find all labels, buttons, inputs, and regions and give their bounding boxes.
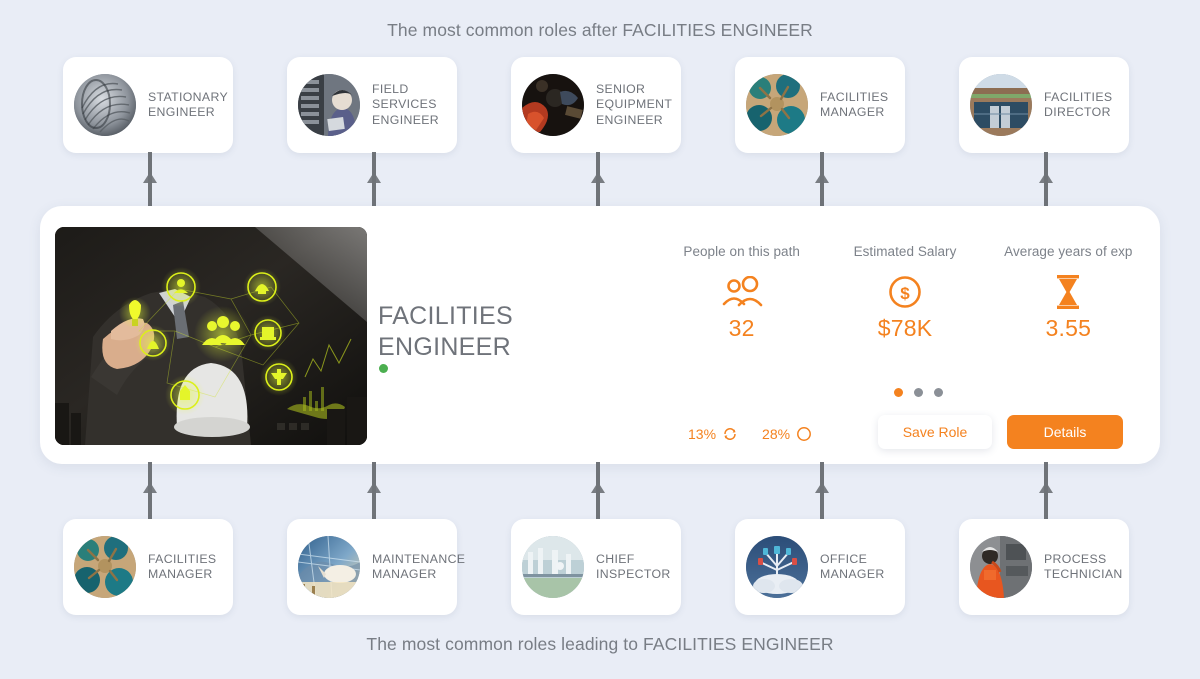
status-badge bbox=[379, 364, 388, 373]
arrow-up-connector bbox=[590, 152, 606, 210]
role-card-label: FIELD SERVICES ENGINEER bbox=[372, 81, 440, 127]
turbine-blades-photo-icon bbox=[74, 74, 136, 136]
role-card-label: FACILITIES MANAGER bbox=[820, 89, 889, 120]
stat-value: 3.55 bbox=[1045, 315, 1092, 341]
hero-title-line1: FACILITIES bbox=[378, 302, 513, 330]
caption-roles-after: The most common roles after FACILITIES E… bbox=[387, 20, 813, 40]
workshop-equipment-photo-icon bbox=[522, 74, 584, 136]
role-card-office-manager[interactable]: OFFICE MANAGER bbox=[735, 519, 905, 615]
current-role-card[interactable]: FACILITIES ENGINEER People on this path … bbox=[40, 206, 1160, 464]
office-building-photo-icon bbox=[970, 74, 1032, 136]
stat-value: $78K bbox=[877, 315, 933, 341]
roles-before-row: FACILITIES MANAGER MAINTENANCE MANAGER bbox=[0, 519, 1200, 615]
stat-estimated-salary: Estimated Salary $ $78K bbox=[823, 244, 986, 342]
stat-label: Average years of exp bbox=[1004, 244, 1133, 259]
businessman-touching-glowing-tech-icons-photo bbox=[55, 227, 367, 445]
technician-server-rack-photo-icon bbox=[298, 74, 360, 136]
role-card-label: OFFICE MANAGER bbox=[820, 551, 885, 582]
people-icon bbox=[660, 273, 823, 311]
roles-after-row: STATIONARY ENGINEER FIELD SERVICES ENGIN… bbox=[0, 57, 1200, 153]
role-card-label: FACILITIES DIRECTOR bbox=[1044, 89, 1113, 120]
role-card-facilities-director[interactable]: FACILITIES DIRECTOR bbox=[959, 57, 1129, 153]
cloud-network-photo-icon bbox=[746, 536, 808, 598]
stats-group: People on this path 32 Estimated Salary … bbox=[660, 244, 1150, 342]
arrow-up-connector bbox=[1038, 152, 1054, 210]
role-card-label: SENIOR EQUIPMENT ENGINEER bbox=[596, 81, 673, 127]
arrow-up-connector bbox=[142, 462, 158, 520]
circle-outline-icon bbox=[796, 426, 812, 442]
role-card-process-technician[interactable]: PROCESS TECHNICIAN bbox=[959, 519, 1129, 615]
stat-label: Estimated Salary bbox=[853, 244, 957, 259]
worker-orange-suit-photo-icon bbox=[970, 536, 1032, 598]
page-title: FACILITIES ENGINEER bbox=[378, 301, 513, 363]
role-card-chief-inspector[interactable]: CHIEF INSPECTOR bbox=[511, 519, 681, 615]
arrow-up-connector bbox=[1038, 462, 1054, 520]
arrow-up-connector bbox=[814, 462, 830, 520]
role-card-facilities-manager-top[interactable]: FACILITIES MANAGER bbox=[735, 57, 905, 153]
role-card-facilities-manager-bottom[interactable]: FACILITIES MANAGER bbox=[63, 519, 233, 615]
role-card-label: CHIEF INSPECTOR bbox=[596, 551, 671, 582]
overhead-roundtable-photo-icon bbox=[746, 74, 808, 136]
carousel-pagination[interactable] bbox=[868, 388, 968, 397]
details-button[interactable]: Details bbox=[1007, 415, 1123, 449]
arrow-up-connector bbox=[142, 152, 158, 210]
dollar-circle-icon: $ bbox=[823, 273, 986, 311]
overhead-roundtable-photo-icon bbox=[74, 536, 136, 598]
svg-text:$: $ bbox=[900, 284, 910, 303]
pagination-dot-1[interactable] bbox=[893, 388, 903, 397]
stat-average-years-of-exp: Average years of exp 3.55 bbox=[987, 244, 1150, 342]
arrow-up-connector bbox=[366, 152, 382, 210]
hourglass-icon bbox=[987, 273, 1150, 311]
arrow-up-connector bbox=[366, 462, 382, 520]
percent-metric-growth: 28% bbox=[762, 426, 812, 442]
percent-value: 28% bbox=[762, 426, 791, 442]
pagination-dot-3[interactable] bbox=[933, 388, 943, 397]
laboratory-photo-icon bbox=[522, 536, 584, 598]
role-card-stationary-engineer[interactable]: STATIONARY ENGINEER bbox=[63, 57, 233, 153]
save-role-button[interactable]: Save Role bbox=[878, 415, 992, 449]
airport-terminal-photo-icon bbox=[298, 536, 360, 598]
role-card-label: STATIONARY ENGINEER bbox=[148, 89, 228, 120]
hero-title-line2: ENGINEER bbox=[378, 333, 511, 361]
percent-metric-turnover: 13% bbox=[688, 426, 738, 442]
arrow-up-connector bbox=[814, 152, 830, 210]
stat-label: People on this path bbox=[683, 244, 800, 259]
action-buttons: Save Role Details bbox=[878, 415, 1123, 449]
percent-value: 13% bbox=[688, 426, 717, 442]
role-card-maintenance-manager[interactable]: MAINTENANCE MANAGER bbox=[287, 519, 466, 615]
refresh-cycle-icon bbox=[722, 426, 738, 442]
role-card-label: FACILITIES MANAGER bbox=[148, 551, 217, 582]
role-card-label: MAINTENANCE MANAGER bbox=[372, 551, 466, 582]
stat-value: 32 bbox=[728, 315, 755, 341]
role-card-senior-equipment-engineer[interactable]: SENIOR EQUIPMENT ENGINEER bbox=[511, 57, 681, 153]
caption-roles-leading-to: The most common roles leading to FACILIT… bbox=[366, 634, 834, 654]
role-card-field-services-engineer[interactable]: FIELD SERVICES ENGINEER bbox=[287, 57, 457, 153]
role-card-label: PROCESS TECHNICIAN bbox=[1044, 551, 1123, 582]
arrow-up-connector bbox=[590, 462, 606, 520]
percent-metrics: 13% 28% bbox=[688, 426, 812, 442]
pagination-dot-2[interactable] bbox=[913, 388, 923, 397]
stat-people-on-this-path: People on this path 32 bbox=[660, 244, 823, 342]
